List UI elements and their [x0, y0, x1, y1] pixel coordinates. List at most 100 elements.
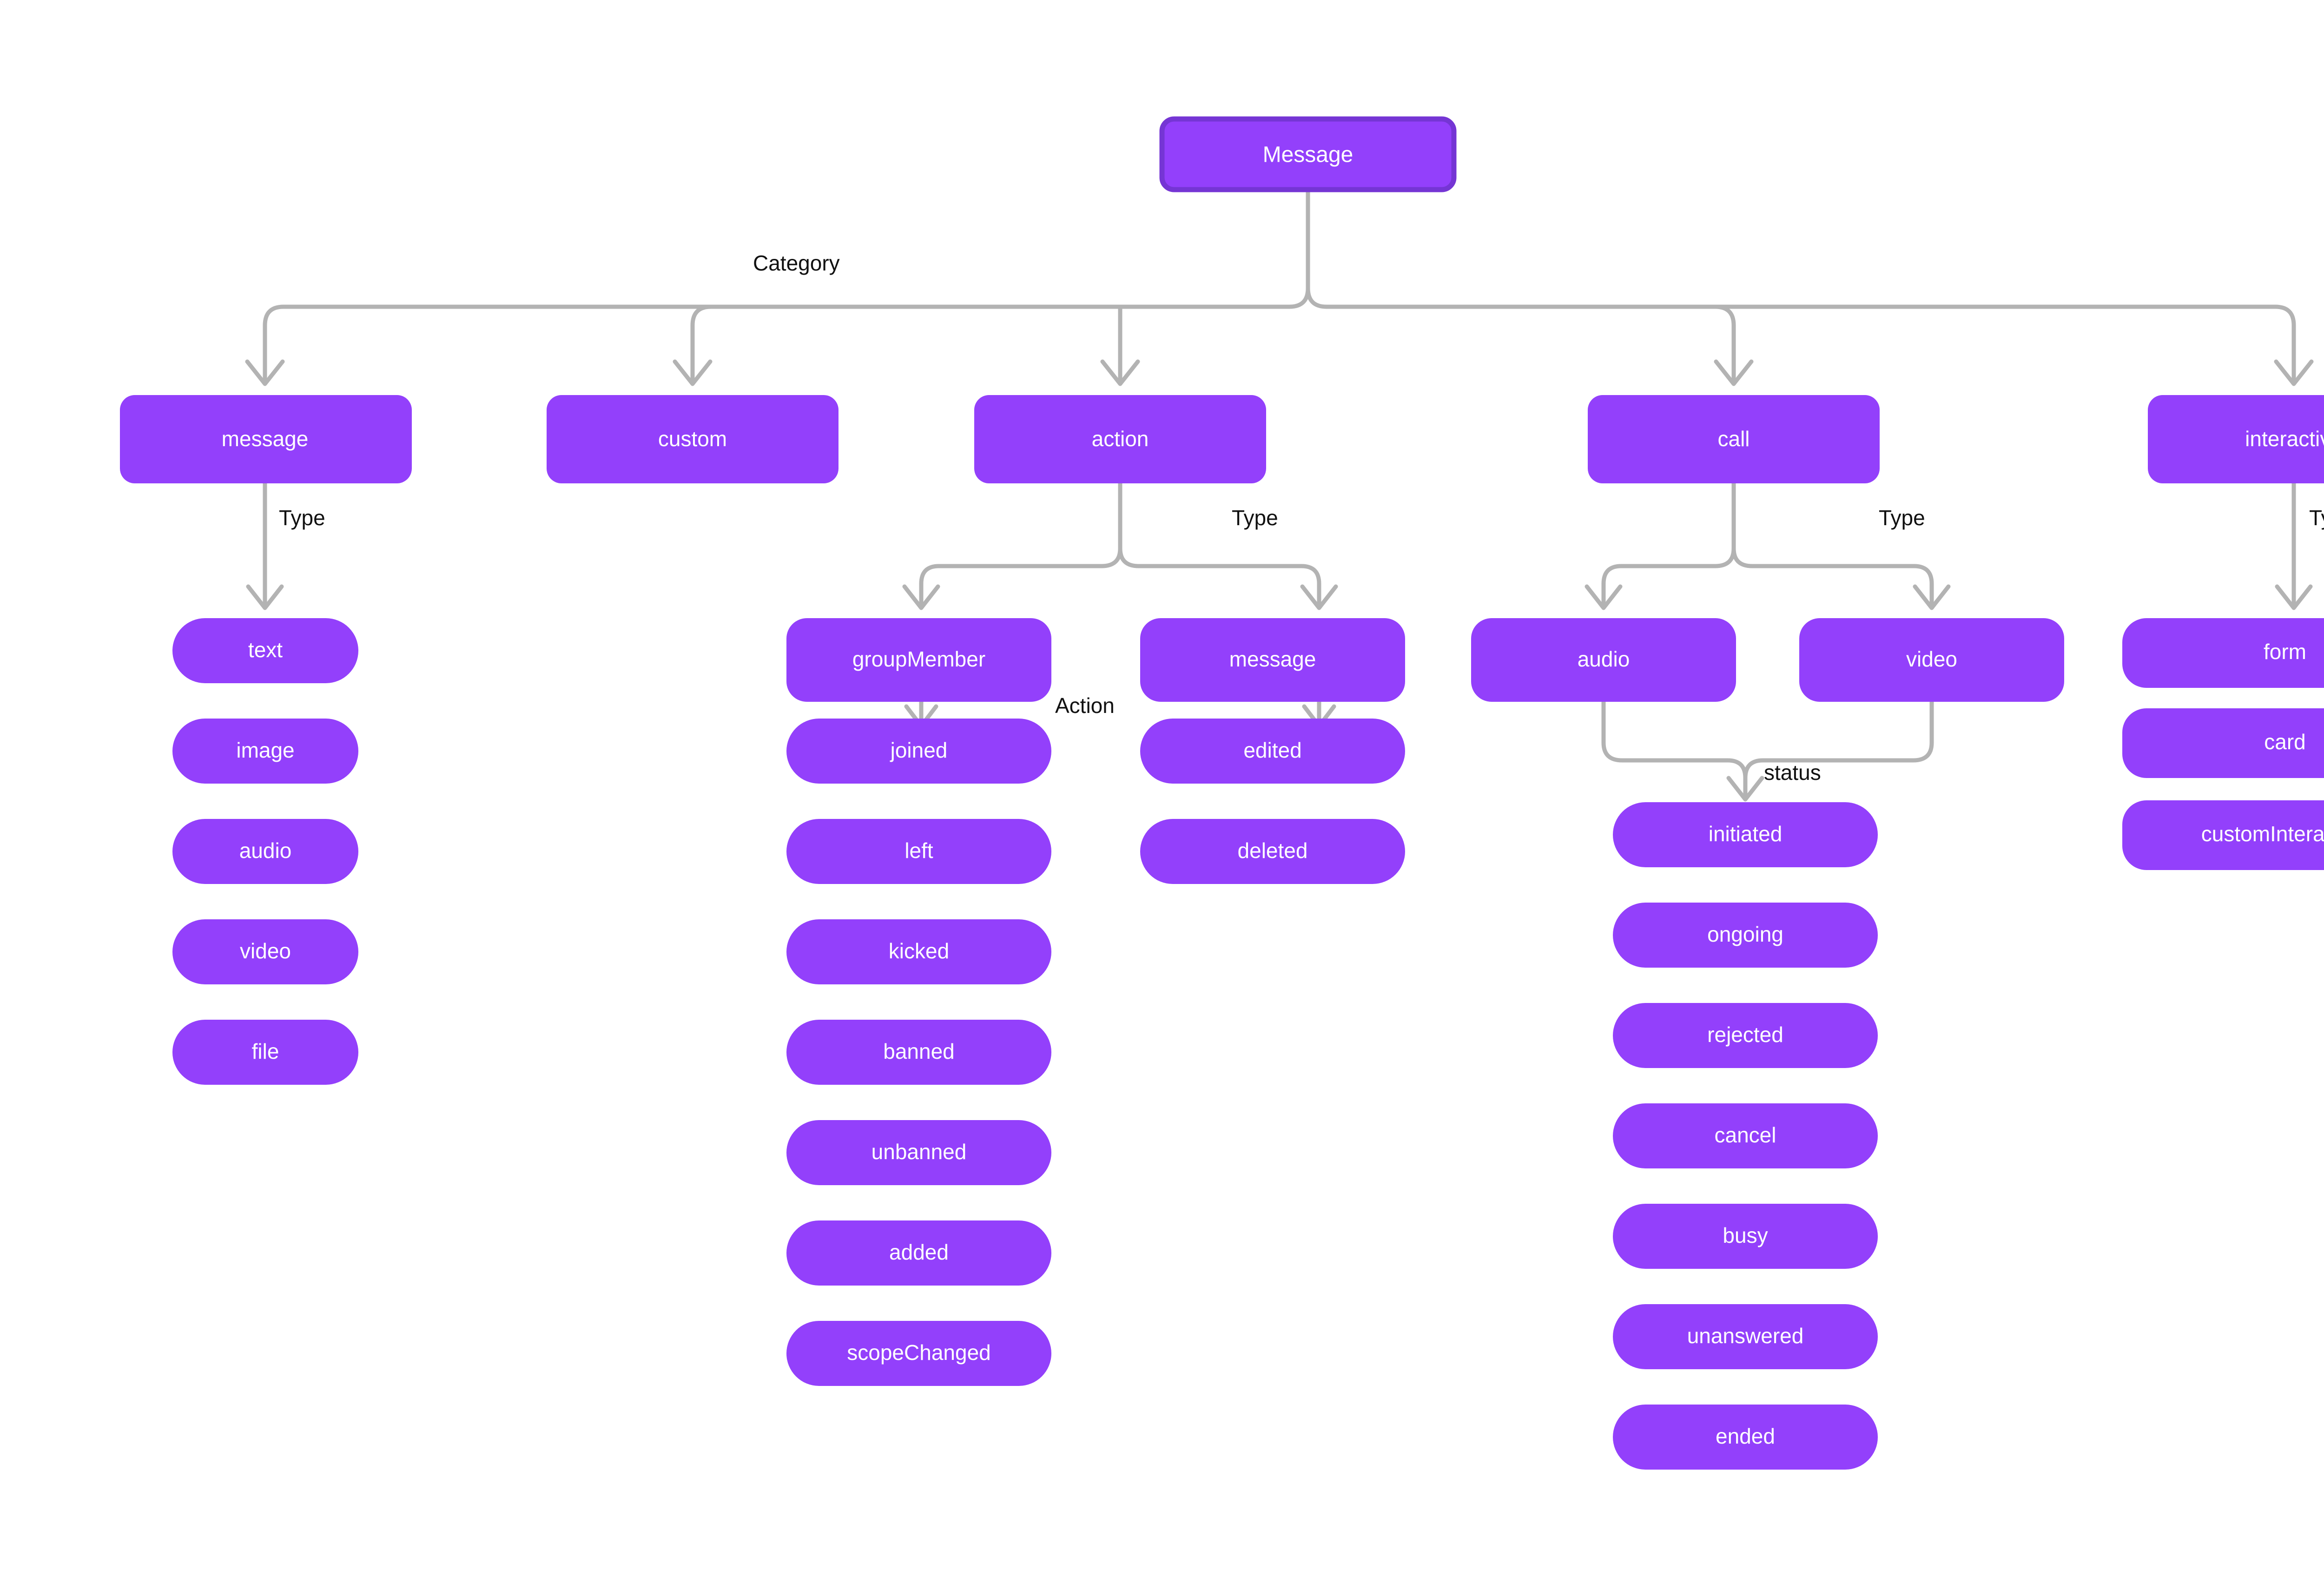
node-interactive-type-form[interactable]: form [2122, 618, 2324, 688]
edge-call-to-video [1750, 564, 1934, 607]
interactive-type-custominteractive-label: customInteractive [2201, 822, 2324, 846]
edge-root-stem-left [1287, 286, 1310, 309]
groupmember-action-left-label: left [905, 838, 933, 863]
root-node-label: Message [1263, 143, 1353, 167]
category-action-shape [974, 395, 1266, 483]
node-groupmember-action-kicked[interactable]: kicked [786, 919, 1051, 984]
node-category-message[interactable]: message [120, 395, 412, 483]
category-call-label: call [1717, 427, 1750, 451]
node-call-status-cancel[interactable]: cancel [1613, 1103, 1878, 1168]
edge-label-status: status [1764, 760, 1821, 785]
groupmember-action-banned-label: banned [883, 1039, 955, 1063]
edge-action-to-messagetype [1136, 564, 1321, 607]
node-groupmember-action-added[interactable]: added [786, 1220, 1051, 1286]
node-groupmember-action-joined[interactable]: joined [786, 719, 1051, 784]
message-action-edited-shape [1140, 719, 1405, 784]
message-action-deleted-label: deleted [1238, 838, 1308, 863]
action-type-message-label: message [1229, 647, 1316, 671]
node-call-status-unanswered[interactable]: unanswered [1613, 1304, 1878, 1369]
node-message-type-image[interactable]: image [172, 719, 358, 784]
node-call-status-ended[interactable]: ended [1613, 1405, 1878, 1470]
node-groupmember-action-left[interactable]: left [786, 819, 1051, 884]
node-message-type-video[interactable]: video [172, 919, 358, 984]
call-status-cancel-label: cancel [1715, 1123, 1776, 1147]
groupmember-action-left-shape [786, 819, 1051, 884]
call-status-rejected-shape [1613, 1003, 1878, 1068]
category-interactive-label: interactive [2245, 427, 2324, 451]
node-message-type-audio[interactable]: audio [172, 819, 358, 884]
edge-action-stem-left [1099, 546, 1122, 568]
arrow-to-message [245, 359, 285, 386]
node-category-call[interactable]: call [1588, 395, 1880, 483]
message-type-audio-label: audio [239, 838, 292, 863]
action-type-message-shape [1140, 618, 1405, 702]
call-type-audio-shape [1471, 618, 1736, 702]
edge-call-stem-left [1713, 546, 1736, 568]
node-call-status-rejected[interactable]: rejected [1613, 1003, 1878, 1068]
groupmember-action-added-shape [786, 1220, 1051, 1286]
message-type-video-shape [172, 919, 358, 984]
edge-action-stem [1118, 481, 1141, 568]
message-type-file-shape [172, 1020, 358, 1085]
node-groupmember-action-scopechanged[interactable]: scopeChanged [786, 1321, 1051, 1386]
message-action-edited-label: edited [1243, 738, 1301, 762]
node-interactive-type-custominteractive[interactable]: customInteractive [2122, 800, 2324, 870]
arrow-action-to-messagetype [1300, 584, 1338, 610]
message-type-file-label: file [252, 1039, 279, 1063]
edge-call-to-audio [1601, 564, 1717, 607]
node-call-status-ongoing[interactable]: ongoing [1613, 903, 1878, 968]
category-interactive-shape [2148, 395, 2324, 483]
edge-label-layer: Category Type Type Action Type status Ty… [279, 251, 2324, 785]
node-interactive-type-card[interactable]: card [2122, 708, 2324, 778]
message-type-image-shape [172, 719, 358, 784]
root-node-shape [1159, 116, 1457, 192]
node-category-custom[interactable]: custom [547, 395, 838, 483]
node-groupmember-action-banned[interactable]: banned [786, 1020, 1051, 1085]
node-groupmember-action-unbanned[interactable]: unbanned [786, 1120, 1051, 1185]
node-call-type-video[interactable]: video [1799, 618, 2064, 702]
arrow-message-to-text [246, 584, 284, 610]
node-category-action[interactable]: action [974, 395, 1266, 483]
edge-category-bus-right [1324, 304, 2296, 383]
call-type-video-shape [1799, 618, 2064, 702]
node-call-status-initiated[interactable]: initiated [1613, 802, 1878, 867]
arrow-to-call [1714, 359, 1754, 386]
arrow-to-custom [673, 359, 713, 386]
arrow-to-action [1100, 359, 1140, 386]
edge-category-bus-left [263, 304, 1292, 383]
node-call-status-busy[interactable]: busy [1613, 1204, 1878, 1269]
node-category-interactive[interactable]: interactive [2148, 395, 2324, 483]
category-action-label: action [1092, 427, 1149, 451]
edge-audio-to-status [1601, 699, 1748, 798]
action-type-groupmember-label: groupMember [852, 647, 985, 671]
interactive-type-form-label: form [2264, 640, 2306, 664]
call-status-unanswered-label: unanswered [1687, 1324, 1804, 1348]
node-root-message[interactable]: Message [1159, 116, 1457, 192]
node-message-action-edited[interactable]: edited [1140, 719, 1405, 784]
node-action-type-message[interactable]: message [1140, 618, 1405, 702]
groupmember-action-unbanned-shape [786, 1120, 1051, 1185]
node-message-type-file[interactable]: file [172, 1020, 358, 1085]
call-status-ended-shape [1613, 1405, 1878, 1470]
interactive-type-card-shape [2122, 708, 2324, 778]
arrow-action-to-groupmember [902, 584, 940, 610]
call-status-ended-label: ended [1716, 1424, 1775, 1448]
call-status-initiated-shape [1613, 802, 1878, 867]
node-action-type-groupmember[interactable]: groupMember [786, 618, 1051, 702]
interactive-type-form-shape [2122, 618, 2324, 688]
node-message-action-deleted[interactable]: deleted [1140, 819, 1405, 884]
node-message-type-text[interactable]: text [172, 618, 358, 683]
call-status-busy-label: busy [1723, 1223, 1768, 1247]
groupmember-action-banned-shape [786, 1020, 1051, 1085]
call-status-rejected-label: rejected [1707, 1022, 1783, 1047]
interactive-type-card-label: card [2264, 730, 2305, 754]
message-type-text-shape [172, 618, 358, 683]
action-type-groupmember-shape [786, 618, 1051, 702]
edge-label-category: Category [753, 251, 840, 275]
arrow-interactive-to-form [2275, 584, 2313, 610]
message-type-audio-shape [172, 819, 358, 884]
call-status-ongoing-shape [1613, 903, 1878, 968]
node-call-type-audio[interactable]: audio [1471, 618, 1736, 702]
call-status-busy-shape [1613, 1204, 1878, 1269]
